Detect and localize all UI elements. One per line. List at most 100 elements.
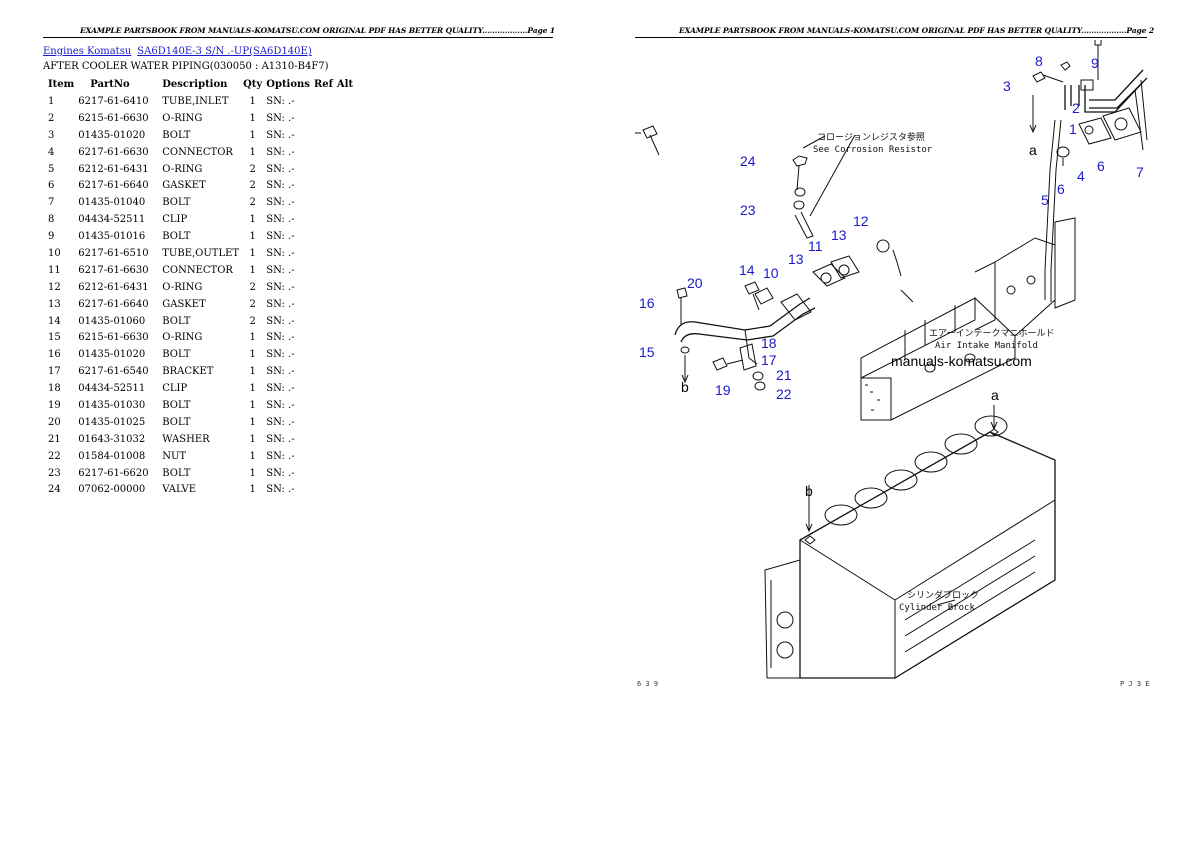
cell-alt: [335, 279, 355, 296]
label-manifold-en: Air Intake Manifold: [935, 341, 1038, 351]
callout-10: 10: [763, 265, 779, 281]
cell-ref: [312, 93, 335, 110]
cell-options: SN: .-: [266, 298, 295, 310]
cell-qty: 1: [249, 264, 256, 276]
cell-options: SN: .-: [266, 416, 295, 428]
cell-ref: [312, 431, 335, 448]
cell-description: WASHER: [162, 433, 210, 445]
cell-description: BOLT: [162, 315, 191, 327]
cell-item: 16: [48, 349, 61, 361]
drawing-code-right: P J 3 E: [1120, 680, 1150, 688]
cell-qty: 1: [249, 416, 256, 428]
cell-qty: 1: [249, 214, 256, 226]
breadcrumb-link-engines[interactable]: Engines Komatsu: [43, 46, 132, 57]
cell-item: 22: [48, 450, 61, 462]
cell-ref: [312, 245, 335, 262]
cell-qty: 1: [249, 112, 256, 124]
cell-alt: [335, 448, 355, 465]
cell-partno: 01435-01020: [78, 349, 146, 361]
cell-qty: 1: [249, 231, 256, 243]
cell-partno: 6212-61-6431: [78, 163, 149, 175]
cell-alt: [335, 329, 355, 346]
cell-partno: 01643-31032: [78, 433, 146, 445]
callout-24: 24: [740, 153, 756, 169]
cell-description: BOLT: [162, 416, 191, 428]
cell-alt: [335, 93, 355, 110]
cell-alt: [335, 346, 355, 363]
col-ref: Ref: [313, 79, 333, 90]
cell-qty: 1: [249, 146, 256, 158]
cell-item: 2: [48, 112, 55, 124]
callout-2: 2: [1072, 100, 1080, 116]
cell-ref: [312, 329, 335, 346]
cell-partno: 6217-61-6640: [78, 298, 149, 310]
cell-alt: [335, 481, 355, 498]
callout-7: 7: [1136, 164, 1144, 180]
header-rule: [635, 37, 1147, 38]
label-manifold-jp: エアーインテークマニホールド: [929, 328, 1054, 339]
col-alt: Alt: [336, 79, 354, 90]
cell-ref: [312, 228, 335, 245]
cell-description: O-RING: [162, 163, 203, 175]
cell-qty: 2: [249, 180, 256, 192]
cell-partno: 6217-61-6620: [78, 467, 149, 479]
cell-options: SN: .-: [266, 467, 295, 479]
cell-item: 18: [48, 383, 61, 395]
callout-22: 22: [776, 386, 792, 402]
cell-description: CLIP: [162, 383, 188, 395]
cell-qty: 1: [249, 450, 256, 462]
cell-item: 1: [48, 95, 55, 107]
inlet-tube-assembly: [1029, 40, 1148, 302]
section-title: AFTER COOLER WATER PIPING(030050 : A1310…: [43, 61, 329, 72]
cell-item: 19: [48, 399, 61, 411]
cell-options: SN: .-: [266, 146, 295, 158]
cell-description: BOLT: [162, 399, 191, 411]
cell-alt: [335, 313, 355, 330]
breadcrumb-link-model[interactable]: SA6D140E-3 S/N .-UP(SA6D140E): [137, 46, 312, 57]
cell-item: 11: [48, 264, 61, 276]
cell-options: SN: .-: [266, 366, 295, 378]
cell-partno: 6217-61-6510: [78, 247, 149, 259]
page-header: EXAMPLE PARTSBOOK FROM MANUALS-KOMATSU.C…: [80, 26, 555, 35]
cell-qty: 1: [249, 129, 256, 141]
callout-6b: 6: [1057, 181, 1065, 197]
cell-description: BOLT: [162, 197, 191, 209]
callout-numbers: 8 9 3 2 1 6 4 6 7 5 24 23 12 11 13 13 14…: [639, 53, 1144, 402]
cell-alt: [335, 211, 355, 228]
cell-ref: [312, 110, 335, 127]
cell-qty: 2: [249, 281, 256, 293]
cell-qty: 1: [249, 349, 256, 361]
col-qty: Qty: [243, 79, 263, 90]
ref-a-top: a: [1029, 142, 1037, 158]
cell-alt: [335, 296, 355, 313]
exploded-parts-diagram: コロージョンレジスタ参照 See Corrosion Resistor エアーイ…: [635, 40, 1150, 688]
cell-qty: 1: [249, 95, 256, 107]
outlet-tube-assembly: [674, 134, 902, 391]
callout-13a: 13: [831, 227, 847, 243]
cell-alt: [335, 380, 355, 397]
cell-description: CONNECTOR: [162, 264, 233, 276]
callout-18: 18: [761, 335, 777, 351]
cell-options: SN: .-: [266, 383, 295, 395]
page-header: EXAMPLE PARTSBOOK FROM MANUALS-KOMATSU.C…: [679, 26, 1154, 35]
cell-partno: 01435-01025: [78, 416, 146, 428]
cell-ref: [312, 346, 335, 363]
cell-options: SN: .-: [266, 349, 295, 361]
callout-9: 9: [1091, 55, 1099, 71]
watermark: manuals-komatsu.com: [891, 353, 1032, 369]
cell-partno: 01584-01008: [78, 450, 146, 462]
cell-options: SN: .-: [266, 197, 295, 209]
cell-options: SN: .-: [266, 315, 295, 327]
